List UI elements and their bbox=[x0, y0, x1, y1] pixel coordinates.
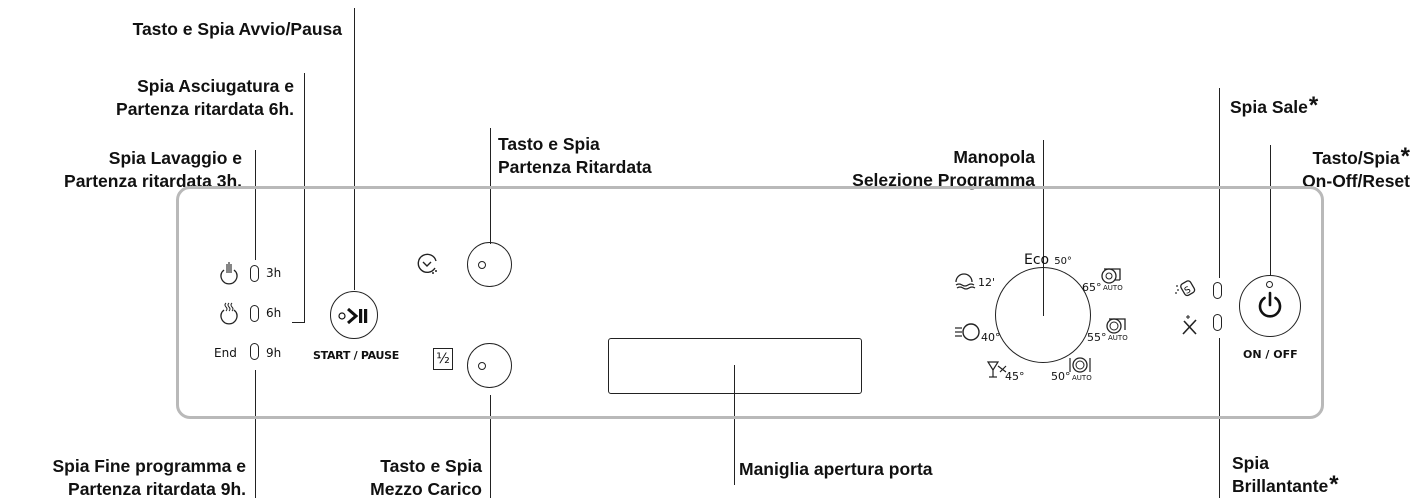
intensive-icon bbox=[955, 323, 980, 341]
wash-icon bbox=[220, 262, 238, 285]
glass-icon bbox=[986, 361, 1007, 378]
label-fine-programma: Spia Fine programma e Partenza ritardata… bbox=[52, 456, 246, 499]
on-off-label: ON / OFF bbox=[1243, 348, 1298, 361]
svg-text:S: S bbox=[1183, 285, 1193, 297]
half-load-button[interactable] bbox=[467, 343, 512, 388]
start-pause-label: START / PAUSE bbox=[313, 349, 399, 362]
end-label: End bbox=[214, 346, 237, 360]
led-6h-label: 6h bbox=[266, 306, 282, 320]
label-partenza-ritardata: Tasto e Spia Partenza Ritardata bbox=[498, 134, 652, 177]
asterisk-brill: * bbox=[1329, 471, 1339, 498]
dial-auto-50: AUTO bbox=[1072, 374, 1092, 382]
dial-12: 12' bbox=[978, 276, 996, 289]
led-salt bbox=[1213, 282, 1222, 299]
pot-icon bbox=[1101, 268, 1121, 284]
dry-icon bbox=[220, 302, 238, 325]
salt-icon: S bbox=[1175, 280, 1196, 297]
start-pause-icon bbox=[338, 307, 368, 325]
leader-maniglia bbox=[734, 365, 736, 485]
asterisk-onoff: * bbox=[1400, 143, 1410, 170]
label-on-off-reset: Tasto/Spia* On-Off/Reset bbox=[1302, 143, 1410, 192]
label-manopola: Manopola Selezione Programma bbox=[852, 147, 1035, 190]
delay-start-button[interactable] bbox=[467, 242, 512, 287]
led-3h-label: 3h bbox=[266, 266, 282, 280]
power-icon bbox=[1258, 291, 1282, 318]
led-rinse-aid bbox=[1213, 314, 1222, 331]
label-mezzo-carico: Tasto e Spia Mezzo Carico bbox=[370, 456, 482, 499]
half-load-icon: ½ bbox=[433, 348, 453, 370]
delay-clock-icon bbox=[417, 253, 437, 274]
dial-50: 50° bbox=[1051, 370, 1071, 383]
leader-manopola bbox=[1043, 140, 1045, 316]
plate-icon bbox=[1069, 357, 1091, 373]
door-handle[interactable] bbox=[608, 338, 862, 394]
dial-auto-55: AUTO bbox=[1108, 334, 1128, 342]
leader-fine bbox=[255, 370, 257, 498]
leader-asciugatura bbox=[304, 73, 306, 323]
asterisk-sale: * bbox=[1308, 92, 1319, 119]
dial-45: 45° bbox=[1005, 370, 1025, 383]
on-off-button[interactable] bbox=[1239, 275, 1301, 337]
label-avvio-pausa: Tasto e Spia Avvio/Pausa bbox=[132, 19, 342, 39]
dial-55: 55° bbox=[1087, 331, 1107, 344]
leader-lavaggio bbox=[255, 150, 257, 260]
led-6h bbox=[250, 305, 259, 322]
leader-sale bbox=[1219, 88, 1221, 278]
label-asciugatura: Spia Asciugatura e Partenza ritardata 6h… bbox=[116, 76, 294, 119]
leader-mezzo bbox=[490, 395, 492, 498]
dial-auto-65: AUTO bbox=[1103, 284, 1123, 292]
program-dial[interactable] bbox=[995, 267, 1091, 363]
led-3h bbox=[250, 265, 259, 282]
half-load-indicator bbox=[478, 362, 486, 370]
dial-eco-label: Eco 50° bbox=[1024, 252, 1072, 268]
label-brillantante: Spia Brillantante* bbox=[1232, 453, 1339, 498]
control-panel bbox=[176, 186, 1324, 419]
label-maniglia: Maniglia apertura porta bbox=[739, 459, 933, 479]
rinse-aid-icon bbox=[1182, 315, 1197, 335]
led-9h bbox=[250, 343, 259, 360]
quick-wash-icon bbox=[955, 273, 976, 290]
leader-asciugatura-h bbox=[292, 322, 305, 324]
on-off-indicator bbox=[1266, 281, 1273, 288]
start-pause-button[interactable] bbox=[330, 291, 378, 339]
label-spia-sale: Spia Sale* bbox=[1230, 92, 1319, 119]
led-9h-label: 9h bbox=[266, 346, 282, 360]
dial-40: 40° bbox=[981, 331, 1001, 344]
leader-onoff bbox=[1270, 145, 1272, 275]
pot-icon-auto-55 bbox=[1106, 318, 1126, 334]
delay-start-indicator bbox=[478, 261, 486, 269]
leader-avvio-pausa bbox=[354, 8, 356, 290]
dial-65: 65° bbox=[1082, 281, 1102, 294]
